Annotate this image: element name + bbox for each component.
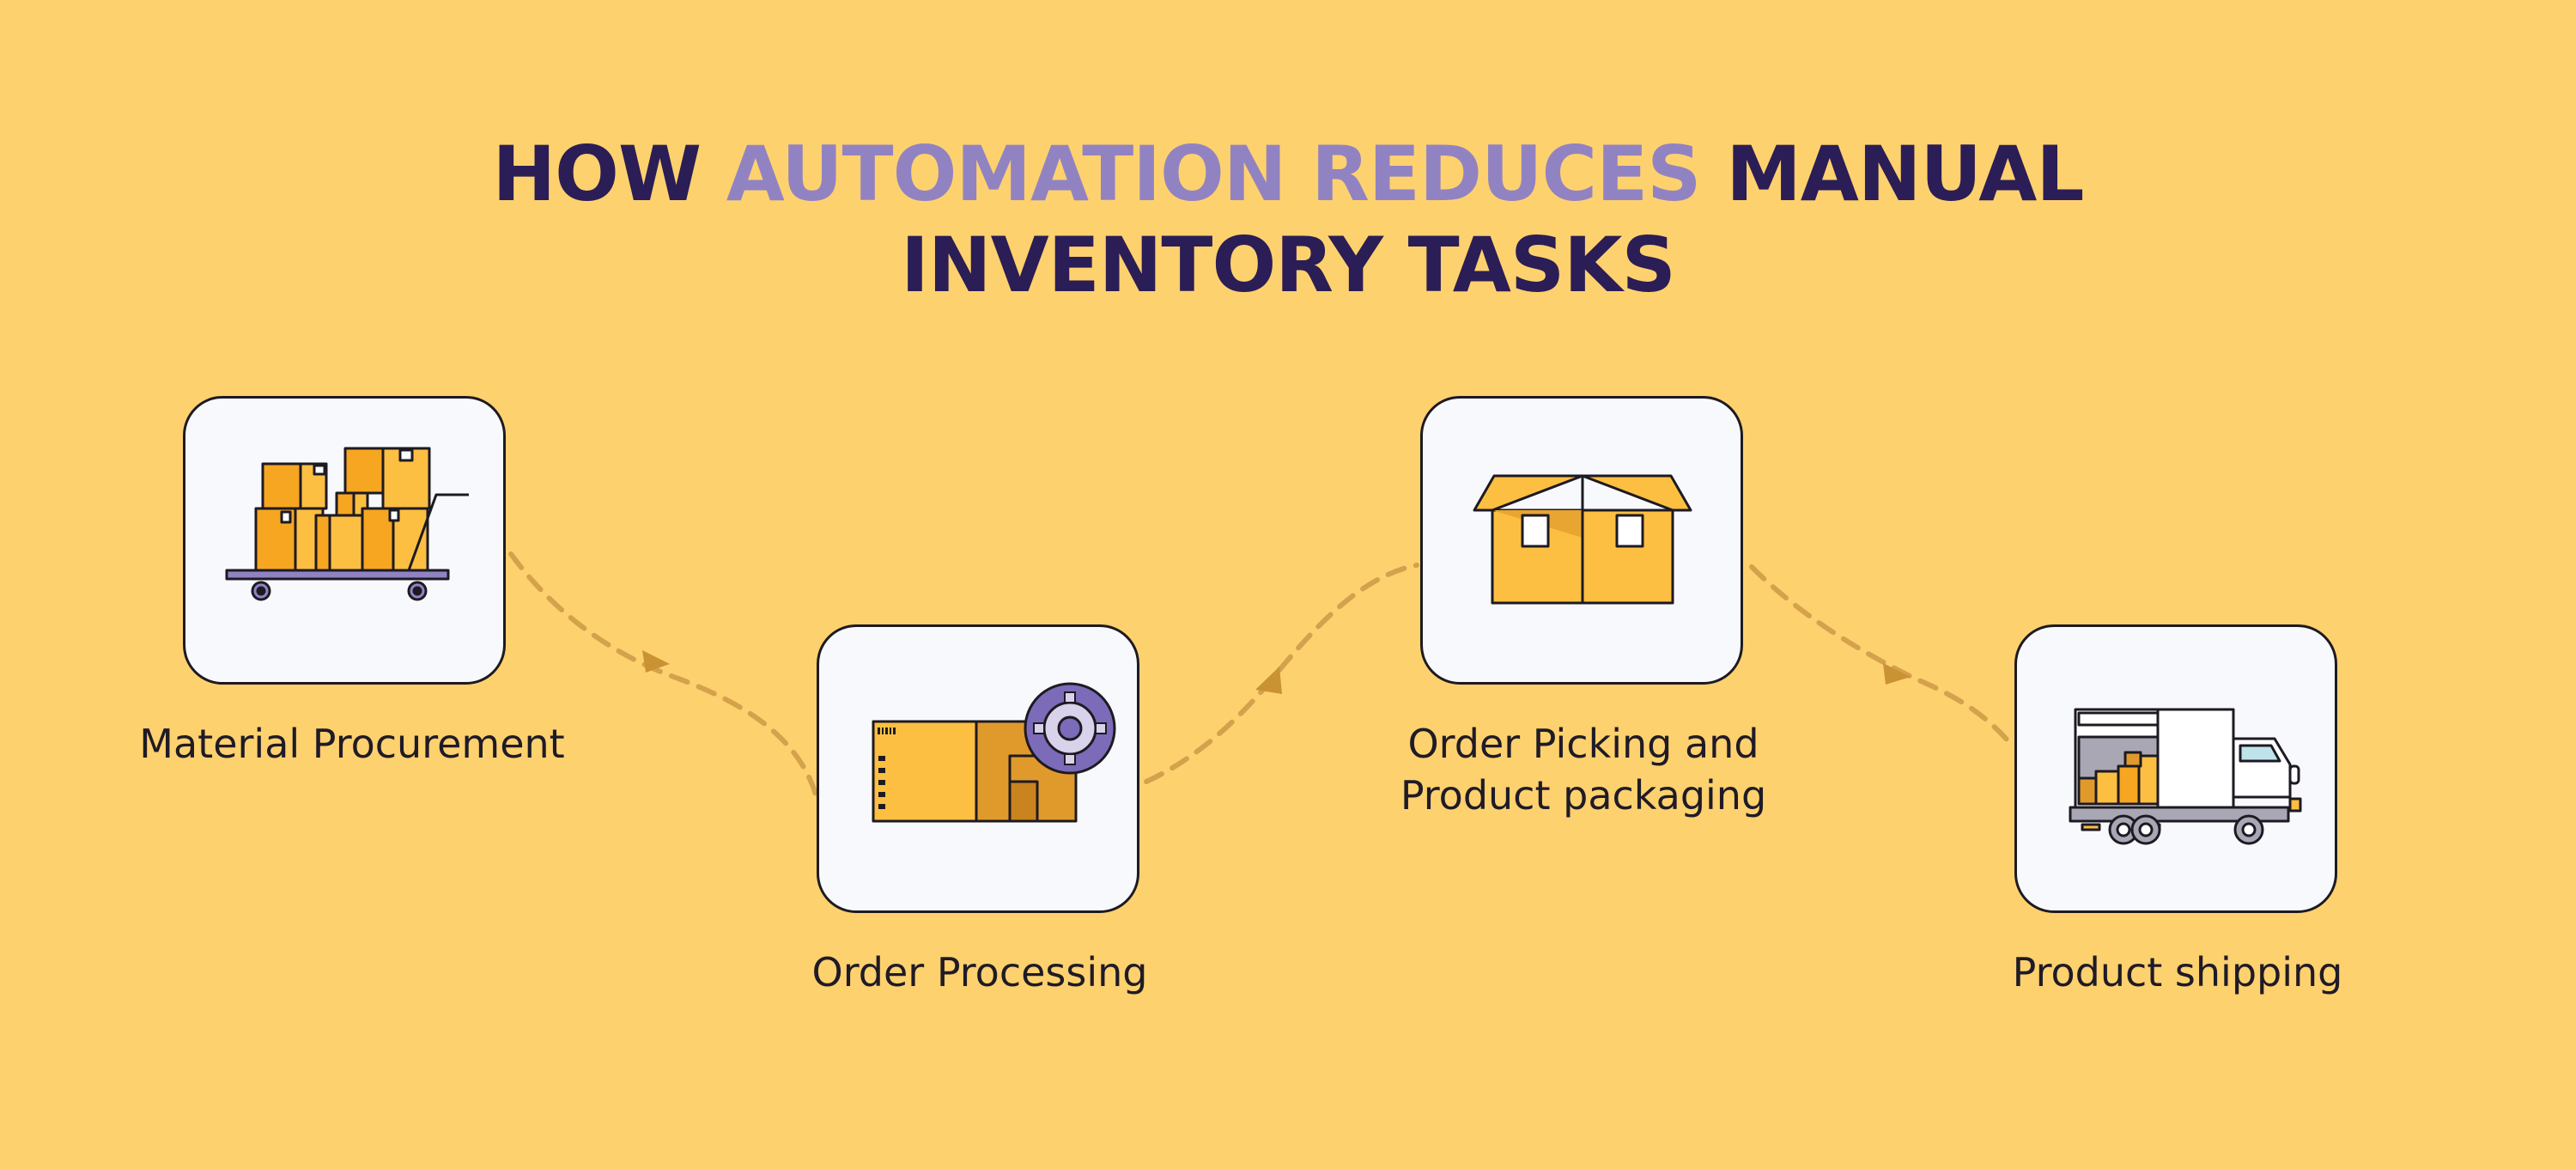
step-card-product-shipping [2014, 624, 2337, 913]
box-with-gear-icon [872, 682, 1116, 823]
step-label-material-procurement: Material Procurement [139, 721, 565, 767]
title-highlight: AUTOMATION REDUCES [726, 130, 1702, 218]
title-part-2: MANUAL [1700, 130, 2084, 218]
arrow-head-1 [642, 650, 670, 673]
step-card-order-processing [817, 624, 1139, 913]
page-title: HOW AUTOMATION REDUCES MANUAL INVENTORY … [0, 129, 2576, 311]
title-part-1: HOW [492, 130, 726, 218]
step-label-order-picking: Order Picking and Product packaging [1326, 718, 1841, 821]
step-label-order-picking-line-2: Product packaging [1400, 772, 1767, 819]
title-line-2: INVENTORY TASKS [901, 221, 1676, 309]
connector-3-4 [1749, 564, 2016, 750]
delivery-truck-icon [2069, 708, 2302, 845]
connector-1-2 [508, 551, 818, 797]
step-label-order-picking-line-1: Order Picking and [1407, 721, 1759, 767]
arrow-head-2 [1255, 667, 1282, 694]
open-box-icon [1473, 474, 1692, 605]
step-card-material-procurement [183, 396, 506, 685]
hand-truck-boxes-icon [225, 447, 469, 601]
arrow-head-3 [1883, 663, 1911, 685]
step-label-product-shipping: Product shipping [2012, 949, 2343, 995]
step-label-order-processing: Order Processing [811, 949, 1148, 995]
step-card-order-picking [1420, 396, 1743, 685]
